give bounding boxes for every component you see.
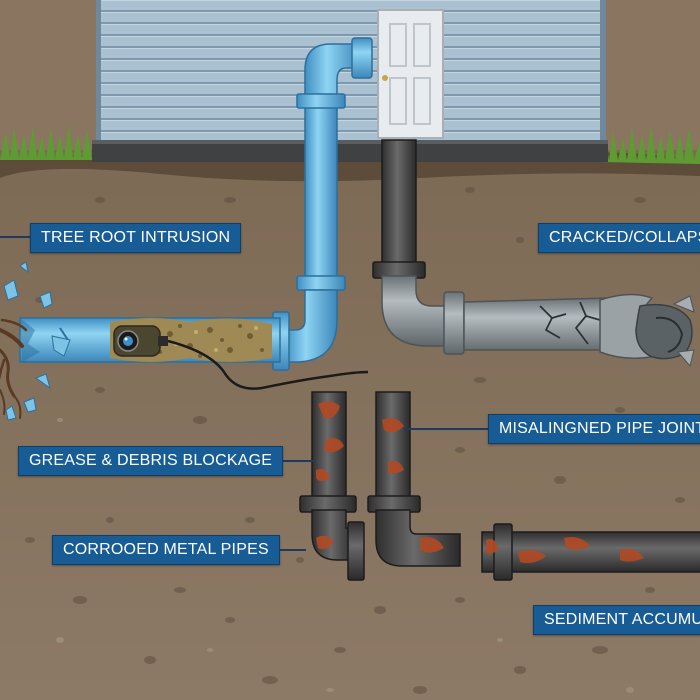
label-tree-root-intrusion: TREE ROOT INTRUSION xyxy=(30,223,242,253)
label-misaligned-pipe-joint: MISALINGNED PIPE JOINT xyxy=(488,414,700,444)
collapsed-pipe-end xyxy=(599,293,695,368)
label-corroded-metal-pipes: CORROOED METAL PIPES xyxy=(52,535,280,565)
house xyxy=(92,0,608,162)
grass-left xyxy=(0,124,96,160)
label-sediment-accumulation: SEDIMENT ACCUMULATI xyxy=(533,605,700,635)
rust-patches xyxy=(316,401,644,564)
leader-misaligned xyxy=(404,428,488,430)
grass-right xyxy=(600,126,700,164)
door-icon xyxy=(377,9,444,139)
dark-pipe-vertical xyxy=(372,139,426,279)
camera-cable xyxy=(167,339,369,390)
leader-tree-root xyxy=(0,236,30,238)
camera-icon xyxy=(113,325,168,357)
label-cracked-collapsed: CRACKED/COLLAPSED xyxy=(538,223,700,253)
tree-root-icon xyxy=(0,318,28,419)
pipe-shards xyxy=(3,261,71,421)
blue-pipe-vertical xyxy=(272,37,373,371)
label-grease-debris-blockage: GREASE & DEBRIS BLOCKAGE xyxy=(18,446,284,476)
misaligned-pipe xyxy=(481,523,700,581)
corroded-pipe-right xyxy=(367,391,461,567)
